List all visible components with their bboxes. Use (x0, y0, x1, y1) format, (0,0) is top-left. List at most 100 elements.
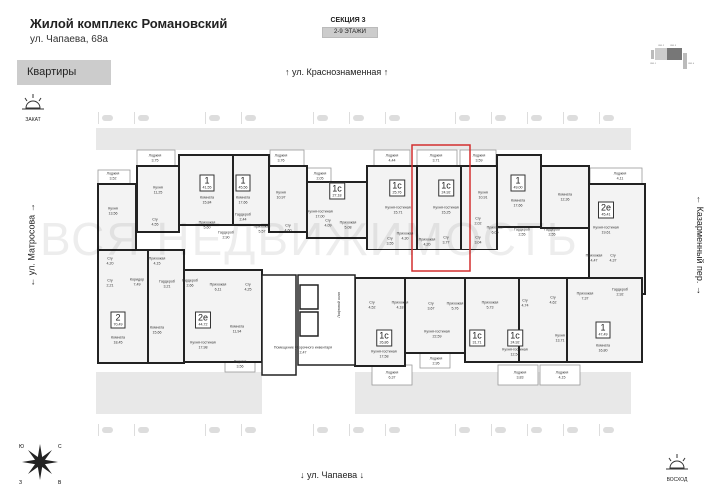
parking-space (205, 112, 223, 124)
room-area: 2,55 (518, 232, 526, 236)
apartment-type: 1 (240, 175, 246, 186)
room-area: 4,44 (388, 158, 396, 162)
minimap-section-1[interactable] (651, 50, 654, 59)
room-area: 5,76 (451, 306, 459, 310)
room-name: Кухня-гостиная (433, 205, 459, 210)
minimap-section-4[interactable] (683, 53, 687, 69)
room-name: Комната (557, 192, 573, 197)
car-icon (245, 427, 256, 433)
parking-space (491, 112, 509, 124)
room-area: 3,67 (427, 306, 435, 310)
selected-apartment-highlight[interactable] (411, 144, 471, 272)
room-area: 3,83 (516, 375, 524, 379)
car-icon (245, 115, 256, 121)
parking-space (385, 424, 403, 436)
car-icon (459, 427, 470, 433)
apartment-area: 41,55 (202, 185, 212, 190)
room-name: С/у (443, 235, 449, 240)
parking-space (98, 112, 116, 124)
room-name: Кухня-гостиная (593, 225, 619, 230)
room-name: Кухня-гостиная (190, 340, 216, 345)
room-name: Прихожая (391, 300, 409, 305)
apartment-type: 2е (600, 202, 612, 213)
parking-space (599, 112, 617, 124)
walls (97, 154, 646, 367)
compass-label: С (58, 444, 62, 450)
room-area: 15,84 (202, 200, 212, 204)
room-area: 2,90 (222, 235, 230, 239)
room-name: С/у (107, 278, 113, 283)
car-icon (317, 427, 328, 433)
room-area: 7,37 (581, 296, 589, 300)
room-name: Комната (199, 195, 215, 200)
section-minimap[interactable]: СЕК. 2 СЕК. 3 СЕК. 1 СЕК. 4 (650, 40, 700, 70)
sunset-icon (22, 94, 44, 110)
room-area: 4,55 (151, 222, 159, 226)
apartment-area: 47,49 (598, 332, 608, 337)
room-name: Прихожая (418, 237, 436, 242)
corridor (230, 250, 560, 268)
street-bottom: ↓ ул. Чапаева ↓ (300, 470, 365, 480)
room-name: Коридор (129, 277, 145, 282)
room-name: Лоджия (385, 370, 399, 375)
room-name: Лоджия (106, 171, 120, 176)
parking-space (134, 424, 152, 436)
apartments-tab[interactable]: Квартиры (17, 60, 111, 85)
minimap-section-3[interactable] (667, 48, 682, 60)
room-name: Лоджия (148, 153, 162, 158)
room-area: 4,62 (549, 300, 557, 304)
apartment-area: 26,86 (379, 340, 389, 345)
apartment-area: 49,00 (513, 185, 523, 190)
room-name: С/у (387, 236, 393, 241)
room-name: С/у (285, 223, 291, 228)
minimap-section-2[interactable] (655, 48, 667, 60)
room-name: С/у (610, 253, 616, 258)
car-icon (102, 427, 113, 433)
room-name: Кухня (276, 190, 286, 195)
room-area: 18,45 (113, 340, 123, 344)
parking-space (599, 424, 617, 436)
room-name: Кухня (555, 333, 565, 338)
room-name: Гардероб (514, 227, 530, 232)
room-area: 6,05 (491, 230, 499, 234)
car-icon (138, 115, 149, 121)
car-icon (353, 115, 364, 121)
room-name: Кухня (478, 190, 488, 195)
